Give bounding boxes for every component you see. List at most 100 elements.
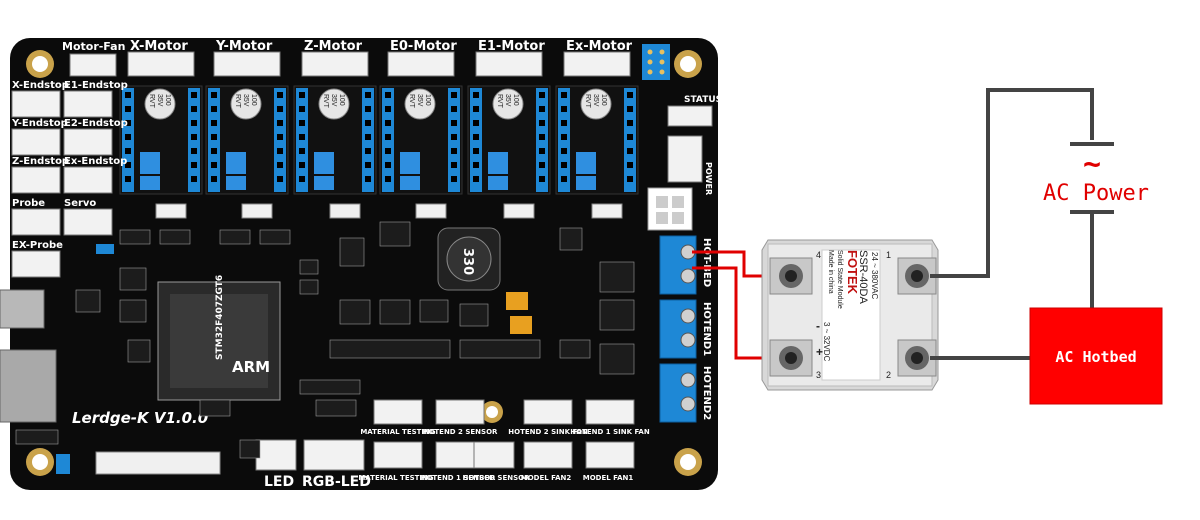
- led-label: LED: [264, 474, 294, 490]
- chip-brand: ARM: [232, 358, 270, 376]
- ac-power-label: AC Power: [1043, 181, 1149, 206]
- polarity-minus: -: [816, 319, 820, 333]
- motor-label: X-Motor: [130, 39, 188, 54]
- left-connector-label: E2-Endstop: [64, 118, 128, 129]
- driver-capacitor: [492, 88, 524, 120]
- bottom-connector-bottom-label: MODEL FAN1: [583, 474, 634, 482]
- ffc-connector: [95, 451, 221, 475]
- capacitor-marking: 100: [512, 94, 519, 106]
- heater-screw-terminal: [659, 235, 697, 295]
- motor-label: E1-Motor: [478, 39, 545, 54]
- smd-components: [15, 221, 635, 459]
- capacitor-marking: 100: [600, 94, 607, 106]
- ssr-terminal-4: [769, 257, 813, 295]
- usb-port: [0, 289, 45, 329]
- bottom-connector-top-label: MATERIAL TESTING: [360, 428, 436, 436]
- capacitor-marking: RVT: [584, 94, 591, 109]
- motor-connector: [475, 51, 543, 77]
- rgb-led-label: RGB-LED: [302, 474, 371, 490]
- motor-connector: [387, 51, 455, 77]
- board-name: Lerdge-K V1.0.0: [72, 409, 208, 427]
- left-connector: [63, 166, 113, 194]
- jst-connector: [329, 203, 361, 219]
- smd-part: [219, 229, 251, 245]
- motor-connector: [213, 51, 281, 77]
- ac-power-wire-top: [930, 88, 1094, 278]
- smd-part: [339, 299, 371, 325]
- capacitor-marking: 35V: [504, 94, 511, 107]
- stepper-motor-section: X-Motor10035VRVTY-Motor10035VRVTZ-Motor1…: [119, 39, 639, 219]
- microstep-jumper: [226, 152, 246, 174]
- bottom-connector-bottom-label: HOTBED SENSOR: [462, 474, 530, 482]
- bottom-connector-bottom: [523, 441, 573, 469]
- smd-part: [559, 227, 583, 251]
- left-connector-label: E1-Endstop: [64, 80, 128, 91]
- smd-part: [339, 237, 365, 267]
- driver-capacitor: [404, 88, 436, 120]
- motor-connector: [127, 51, 195, 77]
- motor-connector: [301, 51, 369, 77]
- inductor-value: 330: [460, 248, 475, 275]
- left-connector: [11, 166, 61, 194]
- smd-part: [299, 259, 319, 275]
- left-connector: [63, 128, 113, 156]
- bottom-connector-bottom: [373, 441, 423, 469]
- ssr-output-range: 24 ~ 380VAC: [870, 252, 879, 299]
- tantalum-cap: [510, 316, 532, 334]
- bottom-connector-bottom-label: HOTEND 1 SENSOR: [421, 474, 496, 482]
- smd-part: [459, 339, 541, 359]
- ssr-input-range: 3 ~ 32VDC: [822, 322, 831, 362]
- microstep-jumper: [400, 176, 420, 190]
- chip-part: STM32F407ZGT6: [215, 275, 225, 360]
- bottom-connector-top-label: HOTEND 1 SINK FAN: [570, 428, 650, 436]
- left-connector: [11, 250, 61, 278]
- blue-jumper: [56, 454, 70, 474]
- heater-label: HOTEND1: [701, 302, 712, 356]
- tantalum-cap: [506, 292, 528, 310]
- left-connector-label: Z-Endstop: [12, 156, 69, 167]
- jst-connector: [241, 203, 273, 219]
- left-connector-label: Ex-Endstop: [64, 156, 127, 167]
- jst-connector: [415, 203, 447, 219]
- lerdge-k-board: Motor-Fan X-Motor10035VRVTY-Motor10035VR…: [0, 38, 722, 490]
- smd-part: [599, 299, 635, 331]
- driver-capacitor: [580, 88, 612, 120]
- ac-symbol: ~: [1083, 147, 1101, 182]
- ssr-brand: FOTEK: [845, 250, 860, 295]
- jst-connector: [155, 203, 187, 219]
- smd-part: [119, 229, 151, 245]
- heater-screw-terminal: [659, 363, 697, 423]
- smd-part: [599, 343, 635, 375]
- mounting-holes: [26, 50, 702, 476]
- left-connector-label: Probe: [12, 198, 45, 209]
- bottom-connector-top: [373, 399, 423, 425]
- status-connector: [667, 105, 713, 127]
- microstep-jumper: [576, 176, 596, 190]
- bottom-connector-top: [523, 399, 573, 425]
- heater-label: HOTEND2: [701, 366, 712, 420]
- ssr-terminal-3: [769, 339, 813, 377]
- driver-capacitor: [144, 88, 176, 120]
- terminal-number-2: 2: [886, 370, 891, 380]
- smd-part: [239, 439, 261, 459]
- ac-hotbed-box: AC Hotbed: [1029, 307, 1163, 405]
- smd-part: [119, 267, 147, 291]
- jst-connector: [503, 203, 535, 219]
- capacitor-marking: 35V: [330, 94, 337, 107]
- smd-part: [159, 229, 191, 245]
- motor-label: E0-Motor: [390, 39, 457, 54]
- smd-part: [315, 399, 357, 417]
- driver-capacitor: [318, 88, 350, 120]
- microstep-jumper: [314, 176, 334, 190]
- microstep-jumper: [576, 152, 596, 174]
- smd-part: [75, 289, 101, 313]
- ac-wiring: [930, 88, 1114, 360]
- bottom-connector-top-label: HOTEND 2 SENSOR: [423, 428, 498, 436]
- capacitor-marking: 100: [424, 94, 431, 106]
- bottom-connector-bottom-label: MODEL FAN2: [521, 474, 572, 482]
- left-connector-label: Servo: [64, 198, 96, 209]
- inductor: 330: [437, 227, 501, 291]
- sd-card-slot: [0, 349, 57, 423]
